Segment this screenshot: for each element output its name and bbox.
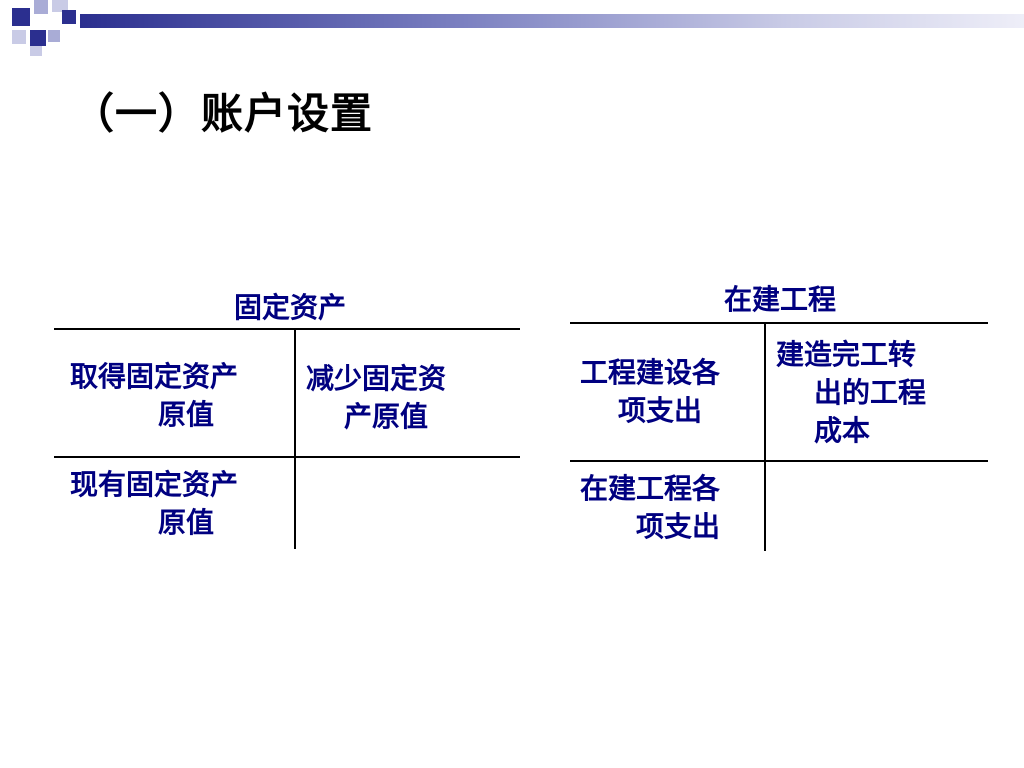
t-account-top-line (54, 328, 520, 330)
credit-entry-line1: 减少固定资 (306, 362, 447, 395)
debit-entry-line2: 项支出 (618, 394, 703, 427)
t-account-divider (294, 329, 296, 549)
debit-entry: 工程建设各 项支出 (580, 354, 760, 430)
credit-entry: 减少固定资 产原值 (306, 360, 516, 436)
debit-balance-line1: 在建工程各 (580, 472, 721, 505)
debit-balance-line2: 原值 (158, 506, 215, 539)
corner-decoration (0, 0, 1024, 60)
credit-entry: 建造完工转 出的工程 成本 (776, 336, 976, 450)
credit-entry-line2: 产原值 (344, 400, 429, 433)
debit-entry-line2: 原值 (158, 398, 215, 431)
debit-entry-line1: 取得固定资产 (70, 360, 239, 393)
debit-entry: 取得固定资产 原值 (70, 358, 290, 434)
t-account-balance-line (54, 456, 520, 458)
account-name: 在建工程 (723, 283, 836, 316)
t-account-top-line (570, 322, 988, 324)
credit-entry-line2: 出的工程 (814, 376, 927, 409)
debit-entry-line1: 工程建设各 (580, 356, 721, 389)
t-account-balance-line (570, 460, 988, 462)
account-name: 固定资产 (233, 291, 346, 324)
deco-square-navy (30, 30, 46, 46)
deco-square-navy (12, 8, 30, 26)
deco-gradient-bar (80, 14, 1024, 28)
deco-square-light (12, 30, 26, 44)
t-account-divider (764, 323, 766, 551)
credit-entry-line3: 成本 (814, 414, 871, 447)
deco-square-light (52, 0, 68, 12)
debit-balance-line1: 现有固定资产 (70, 468, 239, 501)
debit-balance: 现有固定资产 原值 (70, 466, 290, 542)
deco-square-navy (62, 10, 76, 24)
slide-title: （一）账户设置 (72, 89, 374, 138)
deco-square-light (34, 0, 48, 14)
deco-square-light (30, 46, 42, 56)
credit-entry-line1: 建造完工转 (776, 338, 917, 371)
debit-balance-line2: 项支出 (636, 510, 721, 543)
deco-square-light (48, 30, 60, 42)
debit-balance: 在建工程各 项支出 (580, 470, 760, 546)
